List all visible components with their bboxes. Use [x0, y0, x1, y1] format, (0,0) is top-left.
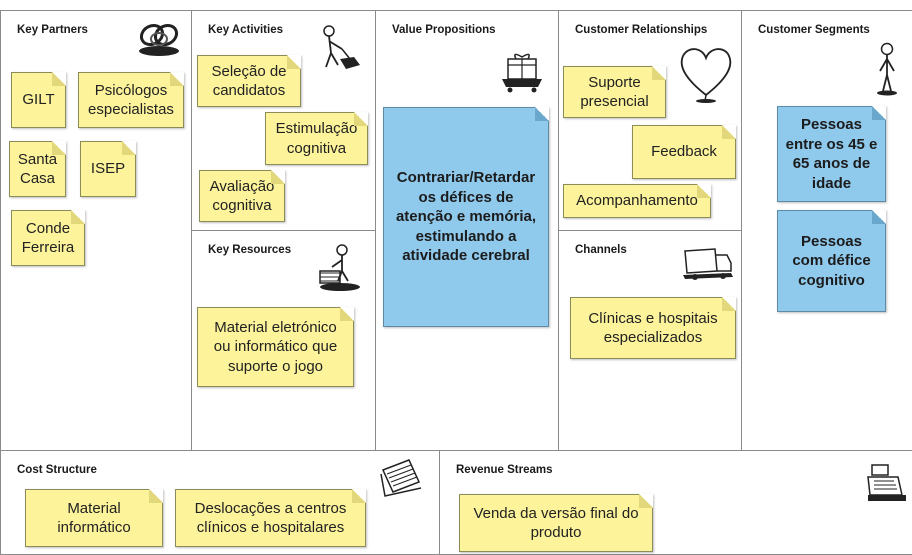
note-activity-avaliacao: Avaliação cognitiva — [199, 170, 285, 222]
note-activity-selecao: Seleção de candidatos — [197, 55, 301, 107]
key-resources-title: Key Resources — [208, 244, 292, 256]
note-value-proposition: Contrariar/Retardar os défices de atençã… — [383, 107, 549, 327]
person-working-icon — [323, 25, 360, 69]
value-propositions-title: Value Propositions — [392, 24, 496, 36]
note-partner-conde-ferreira: Conde Ferreira — [11, 210, 85, 266]
chain-links-icon — [139, 23, 179, 56]
key-partners-title: Key Partners — [17, 24, 88, 36]
person-icon — [877, 42, 897, 96]
note-partner-psicologos: Psicólogos especialistas — [78, 72, 184, 128]
note-channel-clinicas: Clínicas e hospitais especializados — [570, 297, 736, 359]
person-with-cart-icon — [319, 244, 360, 291]
customer-segments-title: Customer Segments — [758, 24, 870, 36]
truck-icon — [683, 248, 733, 280]
cost-structure-title: Cost Structure — [17, 464, 97, 476]
cash-register-icon — [867, 464, 906, 501]
note-revenue-venda: Venda da versão final do produto — [459, 494, 653, 552]
note-cost-material: Material informático — [25, 489, 163, 547]
note-relationship-acompanhamento: Acompanhamento — [563, 184, 711, 218]
note-partner-santa-casa: Santa Casa — [9, 141, 66, 197]
note-cost-deslocacoes: Deslocações a centros clínicos e hospita… — [175, 489, 366, 547]
note-activity-estimulacao: Estimulação cognitiva — [265, 112, 368, 165]
note-relationship-suporte: Suporte presencial — [563, 66, 666, 118]
note-relationship-feedback: Feedback — [632, 125, 736, 179]
note-segment-cognitive: Pessoas com défice cognitivo — [777, 210, 886, 312]
channels-title: Channels — [575, 244, 627, 256]
gift-cart-icon — [502, 53, 542, 93]
note-partner-isep: ISEP — [80, 141, 136, 197]
customer-relationships-title: Customer Relationships — [575, 24, 708, 36]
key-activities-title: Key Activities — [208, 24, 283, 36]
note-partner-gilt: GILT — [11, 72, 66, 128]
note-resource-material: Material eletrónico ou informático que s… — [197, 307, 354, 387]
revenue-streams-title: Revenue Streams — [456, 464, 553, 476]
documents-icon — [380, 459, 422, 497]
note-segment-age: Pessoas entre os 45 e 65 anos de idade — [777, 106, 886, 202]
heart-icon — [680, 48, 732, 103]
